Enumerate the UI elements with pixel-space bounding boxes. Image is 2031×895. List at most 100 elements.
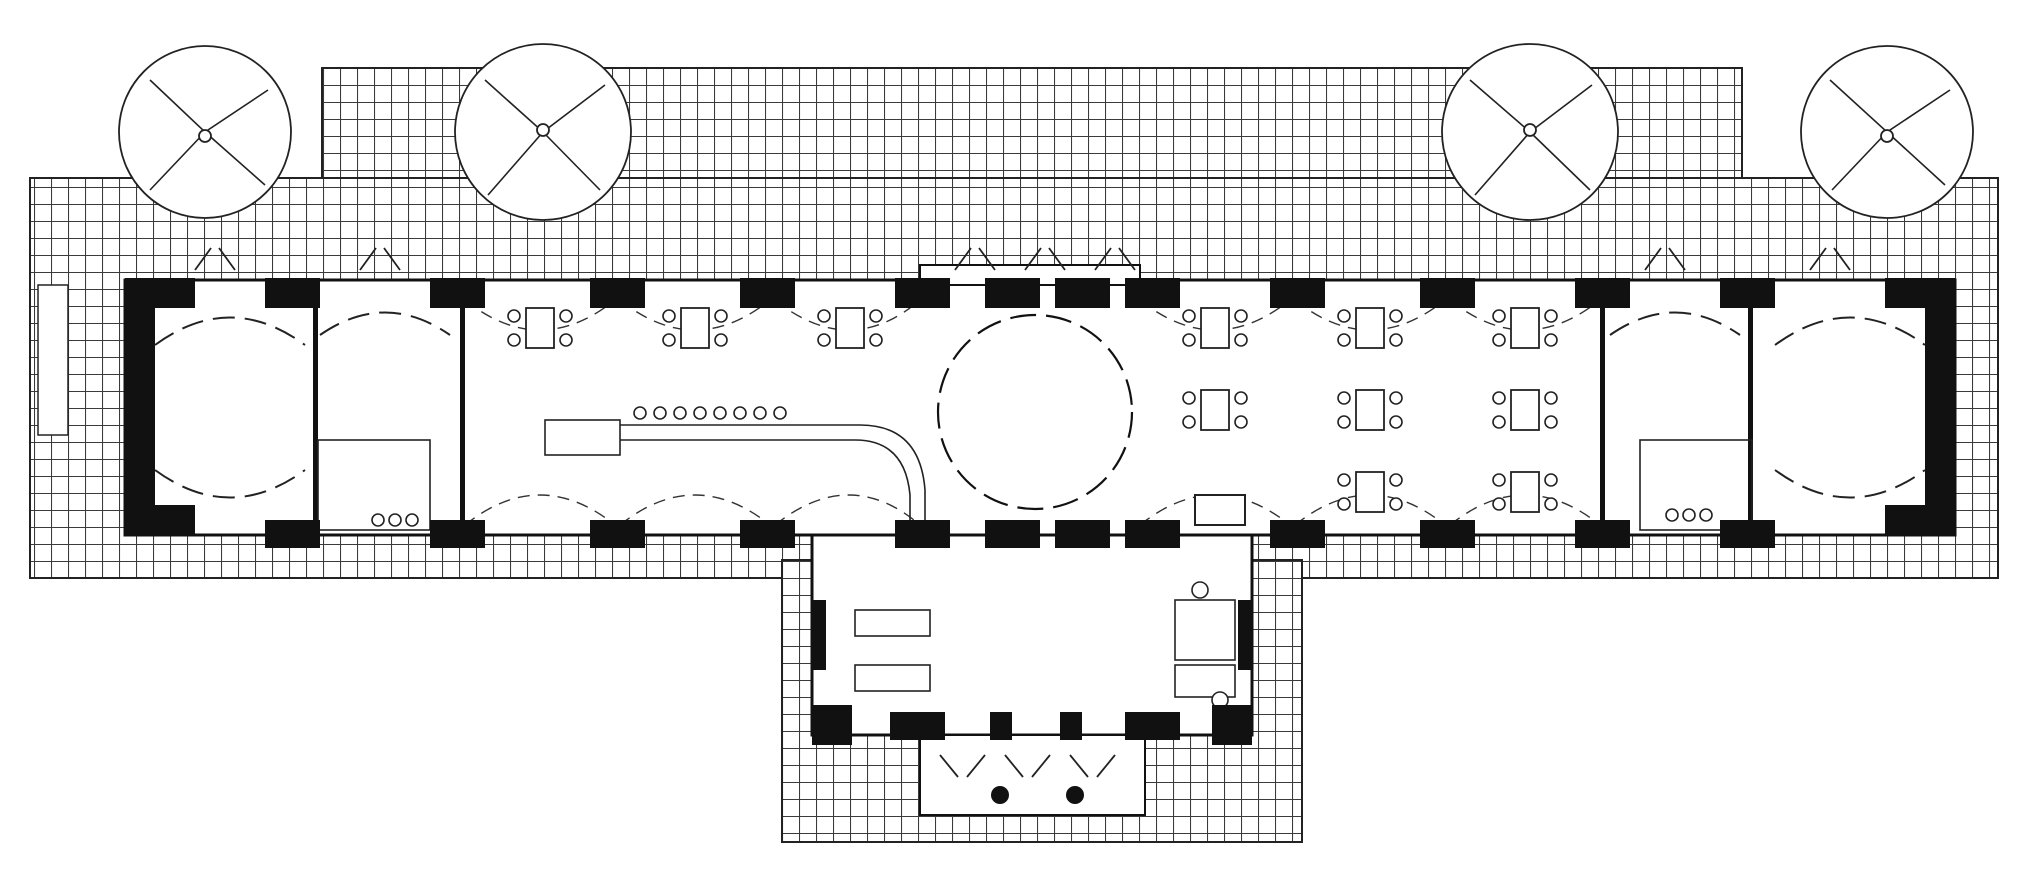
door-leaf	[1644, 247, 1686, 271]
stool	[753, 406, 767, 420]
chair	[1234, 309, 1248, 323]
chair	[1182, 333, 1196, 347]
chair	[1389, 309, 1403, 323]
chair	[1492, 391, 1506, 405]
chair	[662, 309, 676, 323]
door-swing-icon	[1644, 247, 1686, 271]
chair	[1182, 391, 1196, 405]
chair	[1234, 415, 1248, 429]
main-hall-floor	[123, 278, 1957, 537]
table-top	[1200, 307, 1230, 349]
table-top	[525, 307, 555, 349]
wall-pier	[1270, 278, 1325, 308]
chair	[1544, 473, 1558, 487]
chair	[1337, 497, 1351, 511]
wall-pier	[990, 712, 1012, 740]
chair	[1337, 333, 1351, 347]
chair	[507, 333, 521, 347]
door-leaf	[194, 247, 236, 271]
wall-pier	[590, 520, 645, 548]
table-with-chairs-icon	[1492, 307, 1558, 349]
stool	[653, 406, 667, 420]
chair	[1492, 415, 1506, 429]
chair	[869, 333, 883, 347]
door-swing-icon	[954, 247, 996, 271]
door-leaf	[359, 247, 401, 271]
rotunda-circle	[936, 313, 1134, 511]
chair	[1234, 391, 1248, 405]
door-swing-icon	[1094, 247, 1136, 271]
stool	[673, 406, 687, 420]
wall-pier	[985, 520, 1040, 548]
chair	[1544, 391, 1558, 405]
door-leaf	[1809, 247, 1851, 271]
terrace-left-step	[37, 284, 69, 436]
table-top	[1510, 307, 1540, 349]
chair	[817, 333, 831, 347]
door-swing-icon	[1069, 754, 1116, 778]
wall-pier	[1720, 520, 1775, 548]
chair	[1492, 473, 1506, 487]
wall-pier	[1212, 705, 1252, 745]
table-top	[1510, 471, 1540, 513]
chair	[1492, 309, 1506, 323]
chair	[1544, 333, 1558, 347]
chair	[559, 333, 573, 347]
wall-pier	[1125, 278, 1180, 308]
chair	[1544, 415, 1558, 429]
walls	[125, 278, 1955, 535]
chair	[1492, 333, 1506, 347]
wall-pier	[1575, 278, 1630, 308]
table-top	[835, 307, 865, 349]
chair	[1492, 497, 1506, 511]
door-swing-icon	[1024, 247, 1066, 271]
wall-pier	[430, 278, 485, 308]
wall-pier	[1125, 712, 1180, 740]
door-leaf	[954, 247, 996, 271]
tree-icon	[454, 43, 632, 221]
wall-pier	[1575, 520, 1630, 548]
chair	[1337, 473, 1351, 487]
table-with-chairs-icon	[662, 307, 728, 349]
circulation-desk	[1194, 494, 1246, 526]
table-top	[1355, 389, 1385, 431]
table-with-chairs-icon	[1182, 389, 1248, 431]
table-top	[1355, 307, 1385, 349]
door-swing-icon	[1004, 754, 1051, 778]
door-leaf	[1004, 754, 1051, 778]
door-swing-icon	[939, 754, 986, 778]
wall-pier	[1125, 520, 1180, 548]
door-leaf	[1024, 247, 1066, 271]
table-with-chairs-icon	[1182, 307, 1248, 349]
wall-pier	[1420, 278, 1475, 308]
chair	[1337, 415, 1351, 429]
chair	[1182, 415, 1196, 429]
table-with-chairs-icon	[1492, 471, 1558, 513]
wall-pier	[1720, 278, 1775, 308]
door-leaf	[939, 754, 986, 778]
wall-piers	[265, 278, 1775, 745]
chair	[1234, 333, 1248, 347]
reading-tables	[507, 307, 1558, 526]
table-with-chairs-icon	[1337, 471, 1403, 513]
chair	[662, 333, 676, 347]
chair	[817, 309, 831, 323]
stool	[693, 406, 707, 420]
tree-icon	[118, 45, 292, 219]
chair	[714, 333, 728, 347]
stool	[773, 406, 787, 420]
wall-pier	[740, 278, 795, 308]
stool	[633, 406, 647, 420]
table-with-chairs-icon	[817, 307, 883, 349]
wall-pier	[1055, 520, 1110, 548]
building	[123, 264, 1957, 816]
wall-pier	[1055, 278, 1110, 308]
chair	[1337, 309, 1351, 323]
table-with-chairs-icon	[1337, 307, 1403, 349]
chair	[1389, 473, 1403, 487]
counter-stools	[633, 406, 787, 420]
wall-pier	[1270, 520, 1325, 548]
wall-pier	[895, 520, 950, 548]
table-with-chairs-icon	[507, 307, 573, 349]
wall-pier	[265, 278, 320, 308]
